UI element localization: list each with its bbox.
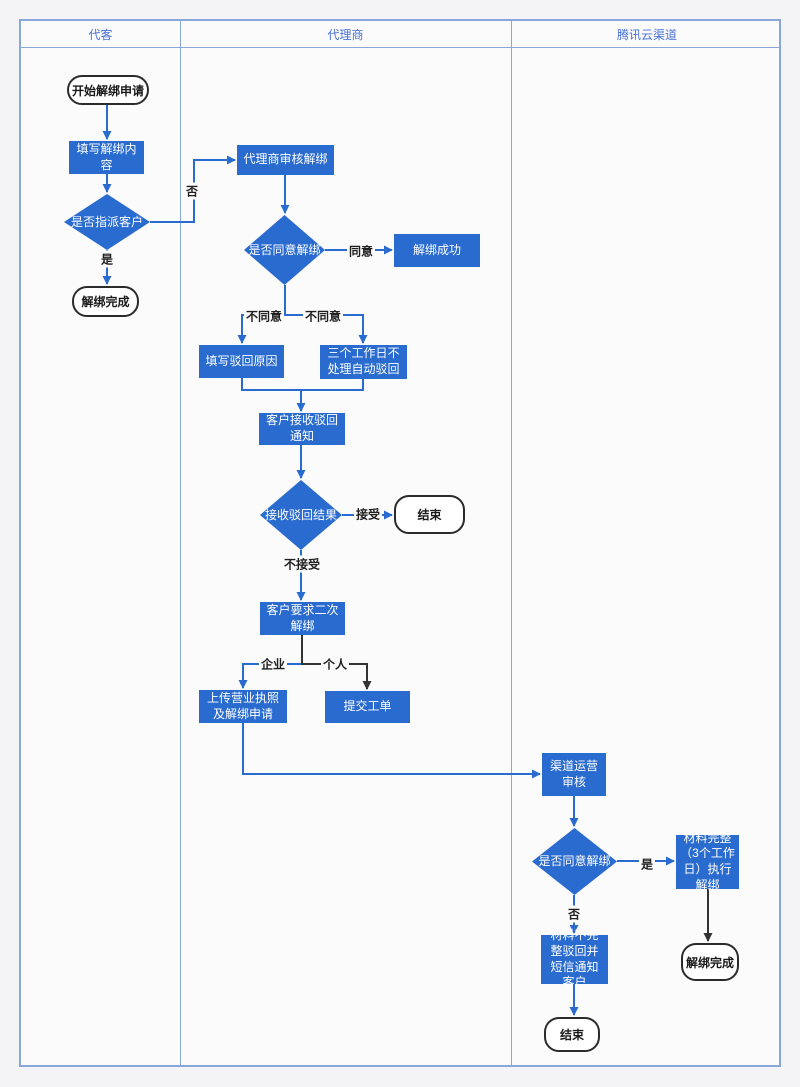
node-end-2: 结束	[544, 1017, 600, 1052]
edge-label-agree: 同意	[346, 242, 376, 260]
edge-label-personal: 个人	[320, 655, 350, 673]
connector-upload-to-channel-review	[242, 723, 541, 779]
edge-label-accept: 接受	[353, 505, 383, 523]
node-end-1: 结束	[394, 495, 465, 534]
node-upload-license: 上传营业执照及解绑申请	[199, 690, 287, 723]
node-customer-receive-reject-notice: 客户接收驳回通知	[259, 413, 345, 445]
lane-header-agent: 代理商	[327, 27, 364, 42]
connector-merge-right	[301, 379, 364, 391]
lane-divider-1	[180, 21, 181, 1065]
node-unbind-done-1: 解绑完成	[72, 286, 139, 317]
lane-header-separator	[21, 47, 779, 48]
node-material-complete-execute: 材料完整（3个工作日）执行解绑	[676, 831, 739, 892]
edge-label-no-material: 否	[565, 905, 583, 923]
lane-header-customer: 代客	[88, 27, 113, 42]
edge-label-yes-material: 是	[638, 855, 656, 873]
node-agent-review-unbind: 代理商审核解绑	[237, 145, 334, 175]
node-start-unbind-request: 开始解绑申请	[67, 75, 149, 105]
connector-merge-left	[241, 378, 301, 391]
node-channel-operation-review: 渠道运营审核	[542, 753, 606, 796]
node-unbind-done-2: 解绑完成	[681, 943, 739, 981]
edge-label-not-accept: 不接受	[281, 555, 323, 573]
edge-label-no-assign: 否	[183, 182, 201, 200]
edge-label-yes-assign: 是	[98, 250, 116, 268]
node-auto-reject-3-days: 三个工作日不处理自动驳回	[320, 345, 407, 379]
node-submit-ticket: 提交工单	[325, 691, 410, 723]
edge-label-disagree-left: 不同意	[243, 307, 285, 325]
node-unbind-success: 解绑成功	[394, 234, 480, 267]
node-fill-unbind-content: 填写解绑内容	[69, 141, 144, 174]
lane-header-tencent-channel: 腾讯云渠道	[616, 27, 677, 42]
node-material-incomplete-reject: 材料不完整驳回并短信通知客户	[541, 928, 608, 989]
node-fill-reject-reason: 填写驳回原因	[199, 345, 284, 378]
node-second-unbind-request: 客户要求二次解绑	[260, 602, 345, 635]
connector-layer	[102, 105, 713, 1016]
flowchart-canvas: 代客 代理商 腾讯云渠道	[19, 19, 781, 1067]
lane-divider-2	[511, 21, 512, 1065]
edge-label-disagree-right: 不同意	[302, 307, 344, 325]
edge-label-enterprise: 企业	[258, 655, 288, 673]
